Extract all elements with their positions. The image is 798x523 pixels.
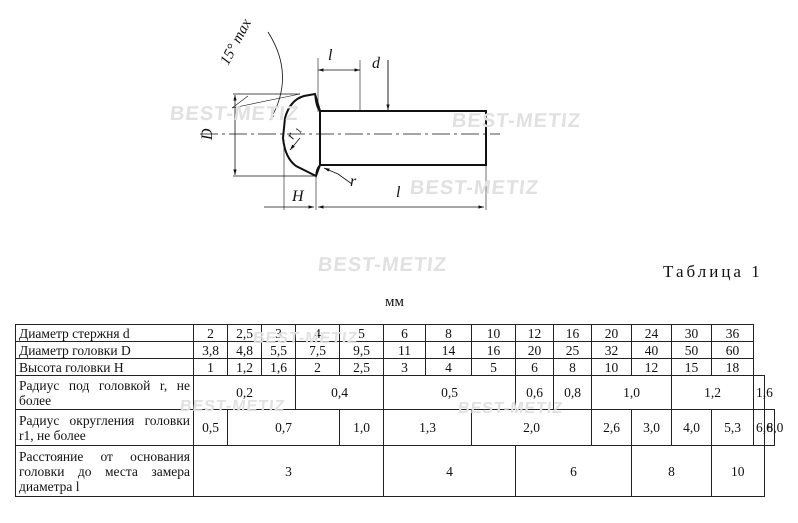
value-cell: 7,5 bbox=[295, 341, 340, 359]
parameter-label: Радиус под головкой r, не более bbox=[15, 375, 194, 410]
value-cell: 16 bbox=[553, 324, 592, 342]
value-cell: 3 bbox=[383, 358, 426, 376]
value-cell: 8 bbox=[425, 324, 472, 342]
value-cell: 2 bbox=[295, 358, 340, 376]
watermark-logo: BEST-METIZ bbox=[179, 398, 287, 415]
value-cell: 10 bbox=[711, 445, 765, 497]
value-cell: 0,4 bbox=[295, 375, 384, 410]
value-cell: 1,6 bbox=[261, 358, 296, 376]
units-label: мм bbox=[385, 294, 404, 310]
value-cell: 2,6 bbox=[591, 409, 632, 446]
value-cell: 40 bbox=[631, 341, 672, 359]
value-cell: 50 bbox=[671, 341, 712, 359]
value-cell: 2 bbox=[193, 324, 228, 342]
label-l: l bbox=[396, 184, 401, 201]
value-cell: 3,8 bbox=[193, 341, 228, 359]
value-cell: 25 bbox=[553, 341, 592, 359]
value-cell: 6 bbox=[383, 324, 426, 342]
value-cell: 15 bbox=[671, 358, 712, 376]
value-cell: 8,0 bbox=[763, 409, 783, 446]
label-D: D bbox=[199, 128, 216, 141]
watermark-logo: BEST-METIZ bbox=[168, 103, 301, 125]
value-cell: 1,6 bbox=[753, 375, 773, 410]
parameter-label: Высота головки H bbox=[15, 358, 194, 376]
value-cell: 36 bbox=[711, 324, 754, 342]
leader-r bbox=[323, 167, 353, 185]
value-cell: 11 bbox=[383, 341, 426, 359]
value-cell: 2,5 bbox=[339, 358, 384, 376]
value-cell: 1,0 bbox=[591, 375, 672, 410]
value-cell: 10 bbox=[471, 324, 516, 342]
value-cell: 1,2 bbox=[671, 375, 754, 410]
value-cell: 10 bbox=[591, 358, 632, 376]
value-cell: 6 bbox=[515, 358, 554, 376]
angle-arc bbox=[267, 31, 283, 121]
value-cell: 5 bbox=[471, 358, 516, 376]
value-cell: 8 bbox=[631, 445, 712, 497]
value-cell: 2,0 bbox=[471, 409, 592, 446]
value-cell: 1 bbox=[193, 358, 228, 376]
value-cell: 6 bbox=[515, 445, 632, 497]
value-cell: 6,6 bbox=[753, 409, 773, 446]
head-fillet bbox=[314, 93, 321, 112]
parameter-label: Диаметр головки D bbox=[15, 341, 194, 359]
table-row: Расстояние от основания головки до места… bbox=[15, 445, 775, 497]
label-H: H bbox=[291, 188, 305, 205]
value-cell: 0,5 bbox=[193, 409, 228, 446]
value-cell: 4 bbox=[383, 445, 516, 497]
rivet-drawing: 15° max l d D H r r 1 l bbox=[199, 16, 500, 210]
value-cell: 12 bbox=[631, 358, 672, 376]
watermark-logo: BEST-METIZ bbox=[408, 177, 541, 199]
value-cell: 60 bbox=[711, 341, 754, 359]
value-cell: 3,0 bbox=[631, 409, 672, 446]
value-cell: 2,5 bbox=[227, 324, 262, 342]
table-caption: Таблица 1 bbox=[663, 262, 763, 281]
parameter-label: Радиус округления головки r1, не более bbox=[15, 409, 194, 446]
value-cell: 8 bbox=[553, 358, 592, 376]
value-cell: 1,0 bbox=[339, 409, 384, 446]
leader-r1 bbox=[289, 137, 301, 151]
value-cell: 0,7 bbox=[227, 409, 340, 446]
value-cell: 1,2 bbox=[227, 358, 262, 376]
watermark-logo: BEST-METIZ bbox=[450, 110, 583, 132]
value-cell: 5,3 bbox=[711, 409, 754, 446]
value-cell: 4,0 bbox=[671, 409, 712, 446]
head-fillet-lower bbox=[315, 164, 321, 177]
value-cell: 12 bbox=[515, 324, 554, 342]
label-l-short: l bbox=[328, 47, 333, 64]
label-r1-subscript: 1 bbox=[293, 126, 304, 135]
parameter-label: Диаметр стержня d bbox=[15, 324, 194, 342]
value-cell: 0,8 bbox=[553, 375, 592, 410]
value-cell: 14 bbox=[425, 341, 472, 359]
value-cell: 30 bbox=[671, 324, 712, 342]
value-cell: 20 bbox=[591, 324, 632, 342]
watermark-logo: BEST-METIZ bbox=[252, 330, 360, 347]
watermark-logo: BEST-METIZ bbox=[316, 254, 449, 276]
value-cell: 32 bbox=[591, 341, 632, 359]
watermark-logo: BEST-METIZ bbox=[457, 400, 565, 417]
rivet-head bbox=[281, 92, 321, 178]
value-cell: 16 bbox=[471, 341, 516, 359]
value-cell: 3 bbox=[193, 445, 384, 497]
value-cell: 4 bbox=[425, 358, 472, 376]
rivet-shank bbox=[320, 110, 487, 166]
value-cell: 20 bbox=[515, 341, 554, 359]
parameter-label: Расстояние от основания головки до места… bbox=[15, 445, 194, 497]
label-d: d bbox=[372, 55, 381, 72]
angle-label: 15° max bbox=[217, 16, 255, 68]
value-cell: 18 bbox=[711, 358, 754, 376]
value-cell: 24 bbox=[631, 324, 672, 342]
label-r: r bbox=[350, 173, 357, 190]
